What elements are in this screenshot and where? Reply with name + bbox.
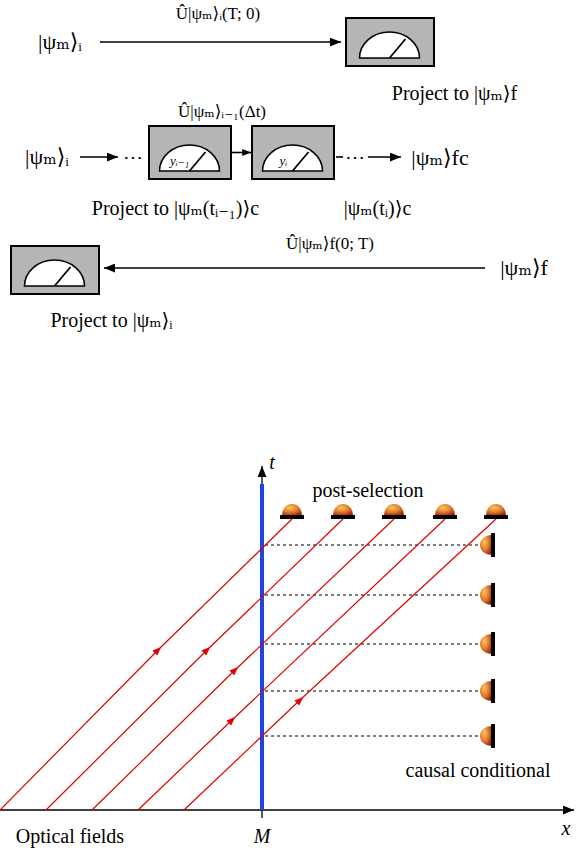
light-ray bbox=[138, 519, 445, 810]
light-ray bbox=[92, 519, 394, 810]
meter-box: Project to |ψₘ⟩ᵢ bbox=[10, 245, 100, 295]
label-text: |ψₘ⟩fc bbox=[411, 146, 468, 170]
gauge-dial bbox=[160, 145, 220, 171]
label-text: ⋯ bbox=[123, 146, 143, 168]
label-text: Û|ψₘ⟩f(0; T) bbox=[286, 235, 374, 254]
evolution-arrow bbox=[80, 156, 118, 158]
light-ray bbox=[0, 519, 292, 810]
meter-gauge bbox=[347, 19, 432, 64]
gauge-needle bbox=[390, 39, 406, 58]
meter-box: yᵢ|ψₘ(tᵢ)⟩c bbox=[251, 125, 335, 180]
label-text: |ψₘ⟩ᵢ bbox=[25, 145, 69, 169]
projection-label: Project to |ψₘ⟩ᵢ bbox=[50, 309, 172, 331]
causal-detectors bbox=[480, 533, 495, 748]
label-text: M bbox=[254, 825, 271, 847]
axes bbox=[0, 466, 574, 818]
dashed-line bbox=[265, 643, 478, 644]
gauge-needle bbox=[55, 267, 71, 286]
projection-label: |ψₘ(tᵢ)⟩c bbox=[344, 197, 412, 219]
meter-reading: yᵢ₋₁ bbox=[170, 153, 189, 167]
dashed-line bbox=[265, 690, 478, 691]
evolution-arrow bbox=[368, 156, 401, 158]
projection-label: Project to |ψₘ(tᵢ₋₁)⟩c bbox=[92, 197, 259, 219]
gauge-needle bbox=[190, 152, 206, 171]
meter-box: yᵢ₋₁Project to |ψₘ(tᵢ₋₁)⟩c bbox=[148, 125, 232, 180]
meter-gauge bbox=[253, 127, 332, 177]
label-text: Optical fields bbox=[16, 825, 124, 847]
gauge-needle bbox=[293, 152, 309, 171]
label-text: ⋯ bbox=[345, 146, 365, 168]
scheme-arrows bbox=[80, 42, 485, 268]
gauge-dial bbox=[25, 260, 85, 286]
label-text: post-selection bbox=[312, 479, 423, 501]
dashed-line bbox=[265, 735, 478, 736]
evolution-arrow bbox=[100, 41, 341, 43]
dashed-line bbox=[265, 544, 478, 545]
gauge-dial bbox=[263, 145, 323, 171]
label-text: t bbox=[269, 451, 275, 473]
edge-label: Û|ψₘ⟩ᵢ₋₁(Δt) bbox=[176, 103, 268, 122]
label-text: Û|ψₘ⟩ᵢ(T; 0) bbox=[176, 5, 260, 24]
meter-reading: yᵢ bbox=[280, 153, 288, 167]
backward-arrow bbox=[104, 267, 485, 269]
label-text: |ψₘ⟩f bbox=[500, 256, 548, 280]
mirror-line bbox=[260, 484, 264, 810]
evolution-line bbox=[336, 156, 343, 158]
evolution-arrow bbox=[232, 152, 251, 154]
post-selection-detectors bbox=[280, 504, 508, 519]
t-axis bbox=[261, 466, 262, 818]
meter-gauge bbox=[12, 247, 97, 292]
label-text: |ψₘ⟩ᵢ bbox=[38, 30, 82, 54]
label-text: x bbox=[562, 817, 571, 839]
gauge-dial bbox=[360, 32, 420, 58]
x-axis bbox=[0, 809, 574, 810]
meter-box: Project to |ψₘ⟩f bbox=[345, 17, 435, 67]
causal-dashes bbox=[265, 545, 478, 736]
dashed-line bbox=[265, 594, 478, 595]
label-text: causal conditional bbox=[406, 759, 551, 781]
light-ray bbox=[46, 519, 343, 810]
projection-label: Project to |ψₘ⟩f bbox=[392, 82, 517, 104]
meter-gauge bbox=[150, 127, 229, 177]
